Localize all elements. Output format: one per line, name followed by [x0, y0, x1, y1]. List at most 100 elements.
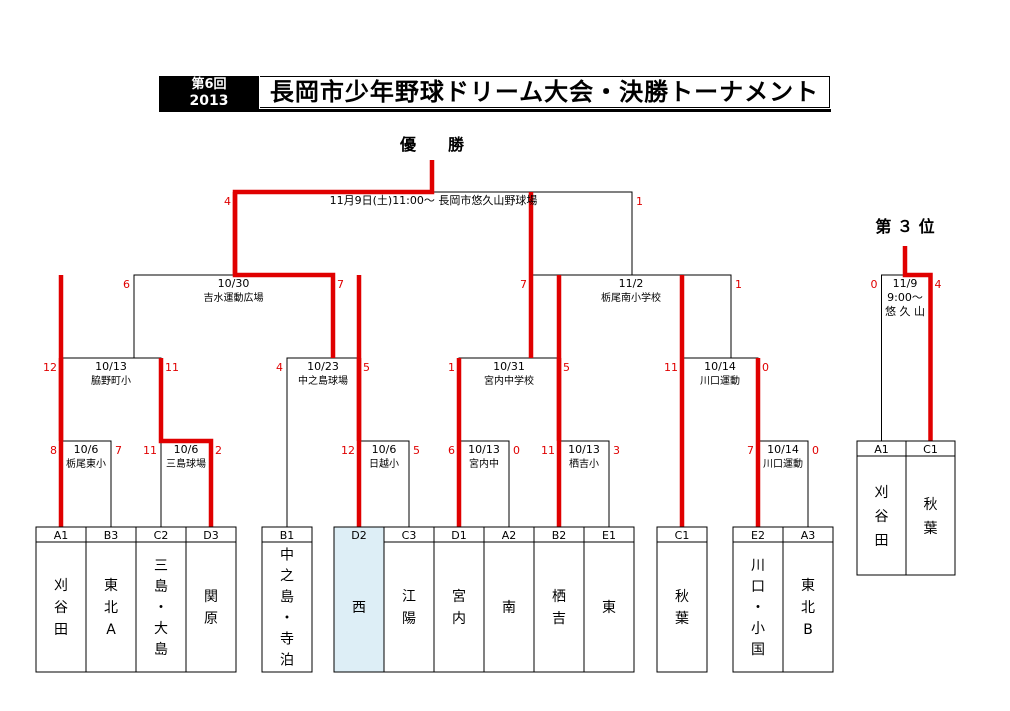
- match-venue: 吉水運動広場: [204, 291, 264, 304]
- team-name-char: 北: [104, 600, 118, 616]
- team-name-char: 泊: [280, 653, 294, 669]
- team-name-char: 刈: [54, 578, 68, 594]
- team-name-char: 中: [280, 548, 294, 564]
- team-name-char: 内: [452, 611, 466, 627]
- team-name-char: ・: [751, 600, 765, 616]
- team-name-char: 東: [801, 578, 815, 594]
- edition-badge: 第6回 2013: [159, 76, 259, 110]
- match-date: 10/6: [74, 443, 99, 456]
- team-name: 秋葉: [675, 589, 689, 627]
- edition-label: 第6回: [191, 77, 227, 92]
- team-name-char: 東: [104, 578, 118, 594]
- match-date: 11月9日(土)11:00～ 長岡市悠久山野球場: [330, 193, 538, 207]
- team-name-char: 宮: [452, 589, 466, 605]
- team-name-char: 田: [54, 622, 68, 638]
- team-code: A1: [54, 529, 69, 542]
- edition-year: 2013: [189, 93, 229, 109]
- match-date: 10/13: [95, 360, 127, 373]
- score-right: 5: [363, 361, 370, 374]
- score-left: 11: [143, 444, 157, 457]
- score-left: 7: [747, 444, 754, 457]
- match-date: 10/6: [372, 443, 397, 456]
- team-name-char: 島: [154, 579, 168, 595]
- team-code: E2: [751, 529, 765, 542]
- score-left: 4: [224, 195, 231, 208]
- team-code: A3: [801, 529, 816, 542]
- team-name: 東: [602, 600, 616, 616]
- score-right: 7: [115, 444, 122, 457]
- team-highlight: [334, 527, 384, 672]
- score-left: 0: [871, 278, 878, 291]
- team-name-char: 関: [204, 589, 218, 605]
- team-code: D2: [351, 529, 366, 542]
- match-date: 10/13: [468, 443, 500, 456]
- match-venue: 三島球場: [166, 457, 206, 470]
- team-code: D3: [203, 529, 218, 542]
- team-code: E1: [602, 529, 616, 542]
- third-team-name: 刈谷田: [875, 485, 889, 549]
- team-name-char: 島: [280, 590, 294, 606]
- team-name-char: 北: [801, 600, 815, 616]
- match-venue: 川口運動: [763, 457, 803, 470]
- score-left: 8: [50, 444, 57, 457]
- match-venue: 宮内中: [469, 457, 499, 470]
- team-name: 南: [502, 600, 516, 616]
- score-left: 6: [123, 278, 130, 291]
- match-date: 10/13: [568, 443, 600, 456]
- team-name-char: B: [803, 622, 813, 638]
- team-code: B3: [104, 529, 119, 542]
- match-time: 9:00～: [887, 291, 923, 304]
- team-name: 宮内: [452, 589, 466, 627]
- team-name-char: 陽: [402, 611, 416, 627]
- score-right: 11: [165, 361, 179, 374]
- team-name: 中之島・寺泊: [280, 548, 294, 669]
- team-code: C2: [154, 529, 169, 542]
- match-venue: 悠 久 山: [885, 304, 925, 318]
- match-venue: 栃尾南小学校: [601, 291, 661, 304]
- score-left: 12: [43, 361, 57, 374]
- team-name-char: 島: [154, 642, 168, 658]
- team-name-char: 葉: [675, 611, 689, 627]
- team-name-char: 江: [402, 589, 416, 605]
- team-code: B2: [552, 529, 567, 542]
- winner-third: [902, 246, 933, 441]
- team-name-char: 寺: [280, 632, 294, 648]
- score-right: 1: [636, 195, 643, 208]
- match-venue: 栖吉小: [569, 457, 599, 470]
- score-left: 11: [541, 444, 555, 457]
- third-team-name-char: 刈: [875, 485, 889, 501]
- match-venue: 宮内中学校: [484, 374, 534, 387]
- team-name-char: 国: [751, 642, 765, 658]
- score-left: 7: [520, 278, 527, 291]
- team-name-char: 三: [154, 558, 168, 574]
- match-venue: 脇野町小: [91, 375, 131, 387]
- team-name-char: 川: [751, 558, 765, 574]
- third-place-label: 第 ３ 位: [875, 217, 934, 236]
- score-left: 12: [341, 444, 355, 457]
- match-date: 11/9: [893, 277, 918, 290]
- score-left: 11: [664, 361, 678, 374]
- third-team-code: C1: [923, 443, 938, 456]
- team-name: 刈谷田: [54, 578, 68, 638]
- team-name-char: 西: [352, 600, 366, 616]
- team-name-char: 原: [204, 611, 218, 627]
- team-name: 三島・大島: [154, 558, 168, 658]
- third-team-name-char: 田: [875, 533, 889, 549]
- score-right: 0: [762, 361, 769, 374]
- team-name: 西: [352, 600, 366, 616]
- match-date: 10/30: [218, 277, 250, 290]
- match-date: 11/2: [619, 277, 644, 290]
- third-team-code: A1: [874, 443, 889, 456]
- team-name: 関原: [204, 589, 218, 627]
- score-right: 7: [337, 278, 344, 291]
- score-right: 3: [613, 444, 620, 457]
- page-title: 長岡市少年野球ドリーム大会・決勝トーナメント: [260, 76, 830, 108]
- team-name-char: A: [106, 622, 116, 638]
- match-venue: 栃尾東小: [66, 457, 106, 470]
- match-date: 10/14: [767, 443, 799, 456]
- team-code: C3: [402, 529, 417, 542]
